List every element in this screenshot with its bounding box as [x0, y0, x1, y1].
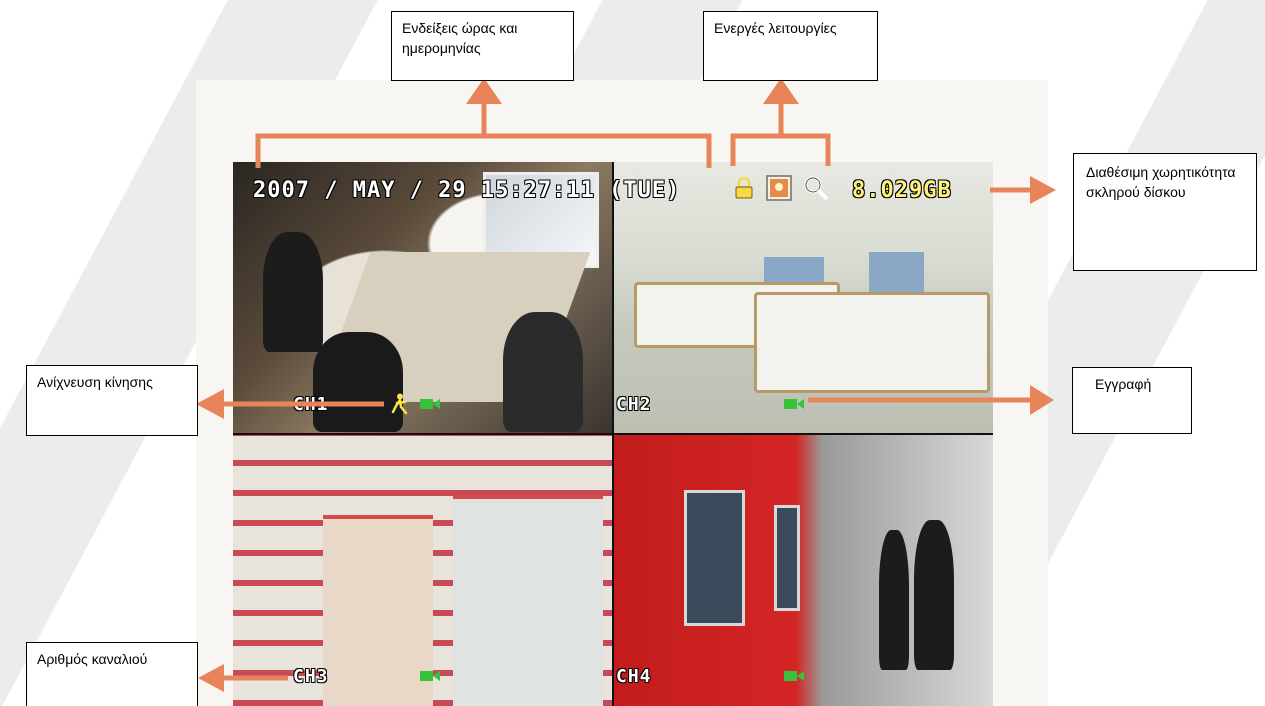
record-icon: [420, 671, 440, 681]
callout-recording: Εγγραφή: [1072, 367, 1192, 434]
search-icon: [804, 176, 829, 201]
callout-channel-number: Αριθμός καναλιού: [26, 642, 198, 706]
record-icon: [784, 671, 804, 681]
channel-label-ch3: CH3: [293, 666, 329, 687]
channel-label-ch1: CH1: [293, 394, 329, 415]
callout-datetime: Ενδείξεις ώρας και ημερομηνίας: [391, 11, 574, 81]
camera-view-ch1[interactable]: [233, 162, 612, 433]
callout-hdd-capacity: Διαθέσιμη χωρητικότητα σκληρού δίσκου: [1073, 153, 1257, 271]
osd-hdd-free: 8.029GB: [852, 178, 952, 203]
channel-label-ch4: CH4: [616, 666, 652, 687]
channel-label-ch2: CH2: [616, 394, 652, 415]
lock-icon: [735, 177, 753, 199]
person: [914, 520, 954, 670]
store-shelf: [323, 515, 433, 706]
hospital-bed: [754, 292, 990, 393]
camera-view-ch3[interactable]: [233, 435, 612, 706]
person: [879, 530, 909, 670]
person: [263, 232, 323, 352]
person: [313, 332, 403, 432]
motion-icon: [391, 393, 408, 415]
store-shelf: [453, 495, 603, 706]
camera-view-ch2[interactable]: [614, 162, 993, 433]
person: [503, 312, 583, 432]
callout-active-functions: Ενεργές λειτουργίες: [703, 11, 878, 81]
train-window: [684, 490, 745, 626]
callout-motion-detection: Ανίχνευση κίνησης: [26, 365, 198, 436]
photo-icon: [766, 175, 792, 201]
osd-datetime: 2007 / MAY / 29 15:27:11 (TUE): [253, 178, 681, 203]
record-icon: [420, 399, 440, 409]
camera-view-ch4[interactable]: [614, 435, 993, 706]
dvr-quad-view: [233, 162, 993, 706]
train-window: [774, 505, 800, 611]
record-icon: [784, 399, 804, 409]
